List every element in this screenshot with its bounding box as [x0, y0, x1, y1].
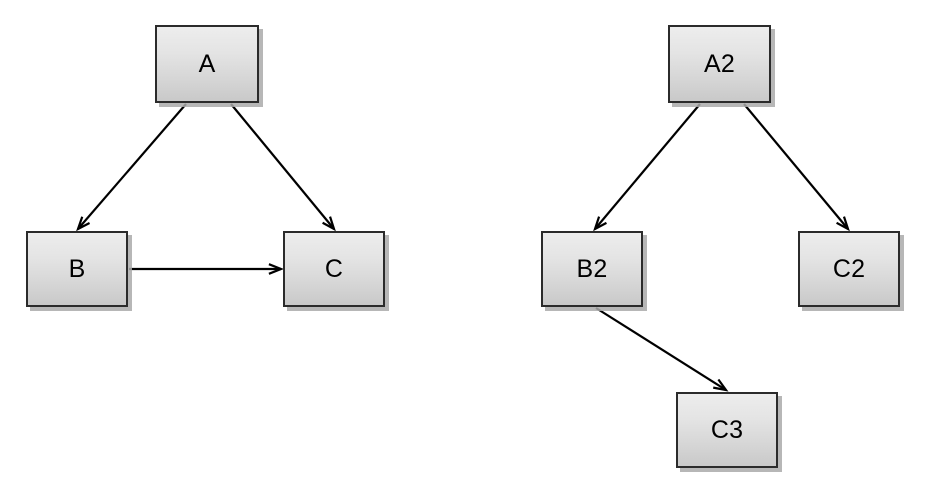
node-label: A2 — [704, 49, 735, 78]
edge-line — [230, 103, 335, 230]
edge-b2-to-c3 — [595, 307, 729, 392]
arrowhead-icon — [322, 216, 336, 232]
node-a[interactable]: A — [155, 25, 259, 103]
edge-b-to-c — [129, 263, 284, 275]
edge-a2-to-c2 — [743, 103, 850, 232]
edge-a2-to-b2 — [593, 103, 701, 232]
edge-line — [595, 307, 727, 391]
node-label: C2 — [832, 254, 866, 283]
node-label: B — [68, 254, 86, 283]
node-c[interactable]: C — [283, 231, 385, 307]
arrowhead-icon — [76, 216, 91, 232]
node-b2[interactable]: B2 — [541, 231, 643, 307]
arrowhead-icon — [836, 216, 850, 232]
node-b[interactable]: B — [26, 231, 128, 307]
arrowhead-icon — [713, 378, 729, 392]
node-label: C — [324, 254, 344, 283]
node-label: B2 — [576, 254, 608, 283]
node-label: C3 — [710, 415, 744, 444]
node-c2[interactable]: C2 — [798, 231, 900, 307]
node-label: A — [198, 49, 216, 78]
arrowhead-icon — [593, 216, 607, 232]
edge-a-to-b — [76, 103, 187, 232]
node-a2[interactable]: A2 — [668, 25, 771, 103]
edge-line — [743, 103, 849, 230]
node-c3[interactable]: C3 — [676, 392, 778, 468]
edge-a-to-c — [230, 103, 336, 232]
edge-line — [594, 103, 701, 230]
edge-line — [77, 103, 187, 230]
arrowhead-icon — [268, 263, 284, 275]
